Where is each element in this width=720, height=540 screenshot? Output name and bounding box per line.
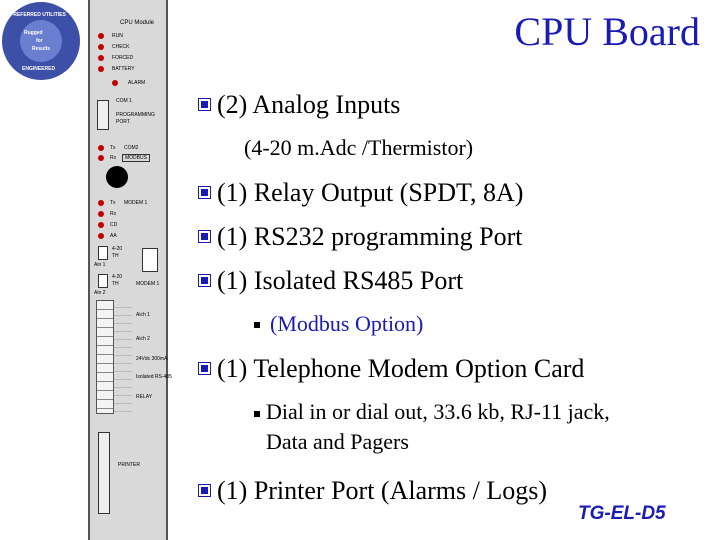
aa-led [98, 233, 104, 239]
logo-top-text: PREFERRED UTILITIES [10, 12, 66, 18]
bullet-text: (1) Printer Port (Alarms / Logs) [217, 476, 548, 505]
battery-led [98, 66, 104, 72]
logo-mid1: Rugged [24, 30, 43, 36]
logo-bottom-text: ENGINEERED [22, 66, 56, 72]
cpu-board-image: CPU Module RUN CHECK FORCED BATTERY ALAR… [88, 0, 172, 540]
bullet-analog-inputs: (2) Analog Inputs [198, 90, 400, 120]
modem-tx-led [98, 200, 104, 206]
modem1-label: MODEM 1 [124, 200, 148, 206]
bullet-relay-output: (1) Relay Output (SPDT, 8A) [198, 178, 523, 208]
bullet-rs232: (1) RS232 programming Port [198, 222, 523, 252]
bullet-text: (2) Analog Inputs [217, 90, 401, 119]
module-title: CPU Module [120, 20, 155, 26]
bullet-text: (1) Telephone Modem Option Card [217, 354, 585, 383]
terminal-label-relay: RELAY [136, 394, 153, 400]
terminal-numbers [114, 300, 132, 412]
footer-code: TG-EL-D5 [578, 503, 666, 524]
bullet-square-icon [198, 273, 211, 287]
alarm-label: ALARM [128, 80, 146, 86]
ain1-range-b: TH [112, 253, 119, 259]
com1-label: COM 1 [116, 98, 132, 104]
prog-port-label-2: PORT [116, 119, 130, 125]
ain1-range-a: 4-20 [112, 246, 123, 252]
bullet-square-icon [198, 229, 211, 243]
company-logo: PREFERRED UTILITIES Rugged for Results E… [2, 2, 80, 80]
run-led [98, 33, 104, 39]
bullet-text: (1) Relay Output (SPDT, 8A) [217, 178, 524, 207]
bullet-text: (1) RS232 programming Port [217, 222, 523, 251]
modem-sub-line1: Dial in or dial out, 33.6 kb, RJ-11 jack… [266, 399, 610, 424]
terminal-block [96, 300, 114, 414]
bullet-square-icon [198, 361, 211, 375]
com2-rx-label: Rx [110, 155, 117, 161]
modem-rx-led [98, 211, 104, 217]
rs485-sub: (Modbus Option) [270, 311, 424, 336]
modbus-label: MODBUS [122, 154, 150, 162]
battery-label: BATTERY [112, 66, 135, 72]
ain1-switch [98, 246, 108, 260]
modem-rx-label: Rx [110, 211, 117, 217]
forced-led [98, 55, 104, 61]
analog-detail: (4-20 m.Adc /Thermistor) [244, 135, 474, 160]
com2-label: COM2 [124, 145, 139, 151]
bullet-text: (1) Isolated RS485 Port [217, 266, 464, 295]
printer-port [98, 432, 110, 514]
bullet-square-icon [198, 97, 211, 111]
sub-bullet-icon [254, 411, 260, 417]
terminal-label-aich1: Aich 1 [136, 312, 150, 318]
modem-sub-line2: Data and Pagers [266, 429, 409, 454]
terminal-label-24vdc: 24Vdc 300mA [136, 356, 168, 362]
bullet-printer: (1) Printer Port (Alarms / Logs) [198, 476, 547, 506]
ain2-switch [98, 274, 108, 288]
logo-mid3: Results [32, 46, 51, 52]
com2-tx-label: Tx [110, 145, 116, 151]
rj11-jack [142, 248, 158, 272]
logo-center [20, 20, 62, 62]
ain2-range-a: 4-20 [112, 274, 123, 280]
bullet-rs485: (1) Isolated RS485 Port [198, 266, 463, 296]
ain2-label: Ain 2 [94, 290, 106, 296]
bullet-square-icon [198, 483, 211, 497]
terminal-label-rs485: Isolated RS-485 [136, 374, 172, 380]
slide-title: CPU Board [514, 9, 700, 54]
com1-port [97, 100, 109, 130]
modem-tx-label: Tx [110, 200, 116, 206]
ain2-range-b: TH [112, 281, 119, 287]
run-label: RUN [112, 33, 123, 39]
check-led [98, 44, 104, 50]
check-label: CHECK [112, 44, 130, 50]
bullet-modem: (1) Telephone Modem Option Card [198, 354, 584, 384]
com2-rx-led [98, 155, 104, 161]
com2-tx-led [98, 145, 104, 151]
cd-label: CD [110, 222, 118, 228]
cd-led [98, 222, 104, 228]
forced-label: FORCED [112, 55, 134, 61]
modem-slot-label: MODEM 1 [136, 281, 160, 287]
alarm-led [112, 80, 118, 86]
prog-port-label-1: PROGRAMMING [116, 112, 155, 118]
terminal-label-aich2: Aich 2 [136, 336, 150, 342]
ain1-label: Ain 1 [94, 262, 106, 268]
logo-mid2: for [36, 38, 43, 44]
aa-label: AA [110, 233, 117, 239]
phone-jack [106, 166, 128, 188]
printer-label: PRINTER [118, 462, 140, 468]
bullet-square-icon [198, 185, 211, 199]
sub-bullet-icon [254, 322, 260, 328]
